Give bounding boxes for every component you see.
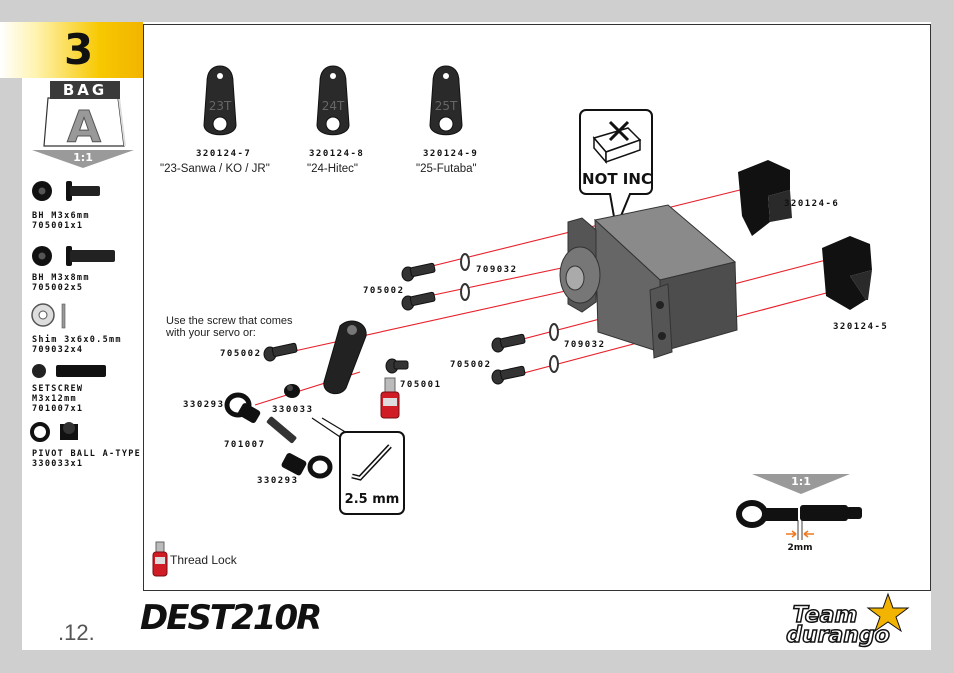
horn-screw-callout: 705001 xyxy=(400,380,442,390)
tool-size: 2.5 mm xyxy=(345,492,400,507)
page-number: .12. xyxy=(58,620,95,645)
step-number: 3 xyxy=(64,25,94,74)
scale-right: 1:1 xyxy=(791,475,811,488)
not-included-text: NOT INC xyxy=(582,170,652,188)
part-name: Shim 3x6x0.5mm xyxy=(32,335,122,345)
screw-6mm-icon xyxy=(32,181,100,201)
step-tab xyxy=(0,22,143,78)
rod-end-top xyxy=(224,392,261,424)
screw xyxy=(401,291,436,311)
tool-callout: 2.5 mm xyxy=(311,417,405,515)
ball-callout: 330033 xyxy=(272,405,314,415)
horn-number: 25T xyxy=(435,99,458,113)
mount-bottom-callout: 320124-5 xyxy=(833,322,889,332)
part-code: 330033x1 xyxy=(32,459,84,469)
part-name: PIVOT BALL A-TYPE xyxy=(32,449,142,459)
horn-part-number: 320124-8 xyxy=(309,149,365,159)
scale-left: 1:1 xyxy=(73,151,93,164)
scale-banner-left xyxy=(32,150,134,168)
setscrew-part xyxy=(266,416,297,444)
mount-top-callout: 320124-6 xyxy=(784,199,840,209)
part-name-2: M3x12mm xyxy=(32,394,77,404)
shims xyxy=(460,253,559,373)
rod-end-bottom xyxy=(281,453,333,479)
screw-callout: 705002 xyxy=(450,360,492,370)
horn-part-number: 320124-7 xyxy=(196,149,252,159)
part-name: SETSCREW xyxy=(32,384,84,394)
pivot-ball-icon xyxy=(30,422,78,442)
assembly-frame xyxy=(143,24,931,591)
part-code: 709032x4 xyxy=(32,345,84,355)
horn-number: 24T xyxy=(322,99,345,113)
rod-end-gauge xyxy=(736,500,862,540)
screws xyxy=(263,262,526,385)
rod-end-callout: 330293 xyxy=(257,476,299,486)
shim-icon xyxy=(31,303,66,329)
note-line1: Use the screw that comes xyxy=(166,315,293,327)
brand-line1: Team xyxy=(793,603,858,628)
setscrew-callout: 701007 xyxy=(224,440,266,450)
screw-callout: 705002 xyxy=(220,349,262,359)
servo-arm xyxy=(323,320,367,395)
brand-line2: durango xyxy=(786,623,890,648)
part-name: BH M3x8mm xyxy=(32,273,90,283)
servo-mount-bottom xyxy=(822,236,872,310)
part-name: BH M3x6mm xyxy=(32,211,90,221)
thread-lock-bottle xyxy=(380,377,400,419)
pivot-ball xyxy=(284,384,300,398)
horn-caption: "25-Futaba" xyxy=(416,163,477,175)
screw xyxy=(385,358,409,374)
scale-banner-right xyxy=(752,474,850,494)
screw-8mm-icon xyxy=(32,246,115,266)
servo-mount-top xyxy=(738,160,792,236)
bag-letter: A xyxy=(67,102,101,153)
product-logo: DEST210R xyxy=(140,598,322,638)
horn-caption: "24-Hitec" xyxy=(307,163,358,175)
thread-lock-label: Thread Lock xyxy=(170,553,237,567)
gap-label: 2mm xyxy=(787,543,812,553)
setscrew-icon xyxy=(32,364,106,378)
note-line2: with your servo or: xyxy=(166,327,256,339)
horn-number: 23T xyxy=(209,99,232,113)
part-code: 701007x1 xyxy=(32,404,84,414)
screw-callout: 705002 xyxy=(363,286,405,296)
servo-horn-24t: 24T xyxy=(316,65,350,136)
screw xyxy=(263,342,298,362)
bag-label: BAG xyxy=(50,81,120,99)
thread-lock-bottle-small xyxy=(152,541,168,577)
horn-caption: "23-Sanwa / KO / JR" xyxy=(160,163,270,175)
servo-horn-25t: 25T xyxy=(429,65,463,136)
servo-body xyxy=(559,204,738,359)
part-code: 705001x1 xyxy=(32,221,84,231)
rod-end-callout: 330293 xyxy=(183,400,225,410)
screw xyxy=(491,365,526,385)
part-code: 705002x5 xyxy=(32,283,84,293)
servo-horn-23t: 23T xyxy=(203,65,237,136)
shim-bottom-callout: 709032 xyxy=(564,340,606,350)
bag-icon: A xyxy=(43,97,126,154)
screw xyxy=(401,262,436,282)
brand-logo: Team durango xyxy=(785,592,910,649)
screw xyxy=(491,333,526,353)
not-included-callout: NOT INC xyxy=(579,109,653,232)
shim-top-callout: 709032 xyxy=(476,265,518,275)
horn-part-number: 320124-9 xyxy=(423,149,479,159)
